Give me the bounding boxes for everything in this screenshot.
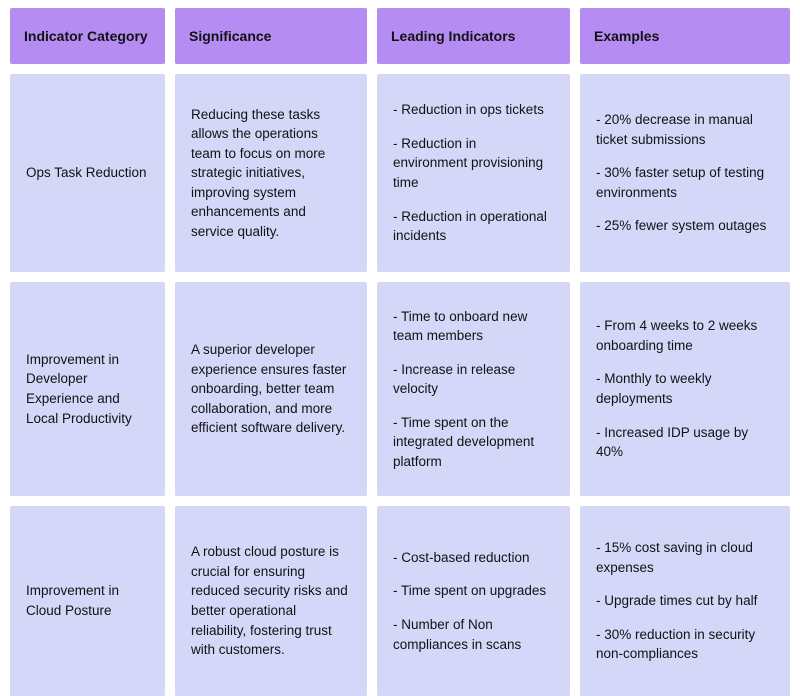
example-item: - Monthly to weekly deployments [596,371,712,406]
significance-text: A robust cloud posture is crucial for en… [191,544,348,658]
table-grid: Indicator Category Significance Leading … [10,8,790,696]
example-item: - 20% decrease in manual ticket submissi… [596,112,753,147]
example-item: - 30% faster setup of testing environmen… [596,165,765,200]
column-header-leading-indicators: Leading Indicators [377,8,570,64]
leading-indicator-item: - Number of Non compliances in scans [393,617,522,652]
leading-indicator-item: - Reduction in environment provisioning … [393,135,544,190]
column-header-examples: Examples [580,8,790,64]
row-3-category-cell: Improvement in Cloud Posture [10,506,165,696]
row-2-leading-indicators-cell: - Time to onboard new team members - Inc… [377,282,570,496]
example-item: - 25% fewer system outages [596,218,767,234]
row-2-examples-cell: - From 4 weeks to 2 weeks onboarding tim… [580,282,790,496]
row-1-category-cell: Ops Task Reduction [10,74,165,272]
row-3-examples-cell: - 15% cost saving in cloud expenses - Up… [580,506,790,696]
leading-indicator-item: - Time to onboard new team members [393,308,528,344]
header-label: Examples [594,27,660,44]
category-text: Improvement in Cloud Posture [26,583,120,618]
row-1-examples-cell: - 20% decrease in manual ticket submissi… [580,74,790,272]
row-1-leading-indicators-cell: - Reduction in ops tickets - Reduction i… [377,74,570,272]
header-label: Indicator Category [24,27,148,44]
example-item: - From 4 weeks to 2 weeks onboarding tim… [596,318,758,353]
header-label: Leading Indicators [391,27,516,44]
leading-indicator-item: - Time spent on the integrated developme… [393,414,535,469]
column-header-indicator-category: Indicator Category [10,8,165,64]
leading-indicator-item: - Reduction in operational incidents [393,208,547,244]
example-item: - 15% cost saving in cloud expenses [596,540,753,575]
example-item: - 30% reduction in security non-complian… [596,626,756,662]
leading-indicator-item: - Increase in release velocity [393,361,516,397]
significance-text: A superior developer experience ensures … [191,342,347,436]
category-text: Improvement in Developer Experience and … [26,351,132,426]
row-2-significance-cell: A superior developer experience ensures … [175,282,367,496]
leading-indicator-item: - Reduction in ops tickets [393,102,544,118]
row-1-significance-cell: Reducing these tasks allows the operatio… [175,74,367,272]
leading-indicator-item: - Time spent on upgrades [393,583,547,599]
row-2-category-cell: Improvement in Developer Experience and … [10,282,165,496]
leading-indicator-item: - Cost-based reduction [393,549,530,565]
header-label: Significance [189,27,272,44]
row-3-leading-indicators-cell: - Cost-based reduction - Time spent on u… [377,506,570,696]
column-header-significance: Significance [175,8,367,64]
example-item: - Upgrade times cut by half [596,593,758,609]
row-3-significance-cell: A robust cloud posture is crucial for en… [175,506,367,696]
significance-text: Reducing these tasks allows the operatio… [191,106,326,239]
category-text: Ops Task Reduction [26,165,147,181]
example-item: - Increased IDP usage by 40% [596,424,749,460]
